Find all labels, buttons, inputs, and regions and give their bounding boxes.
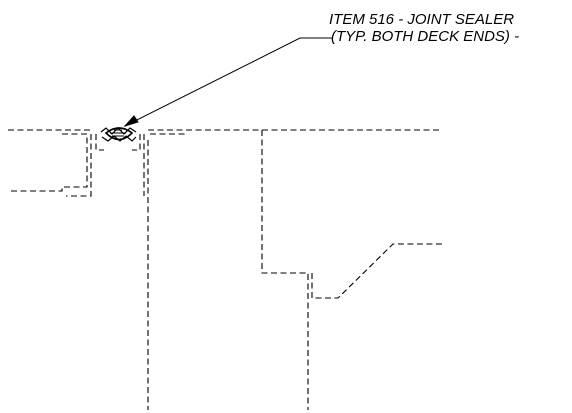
callout-line-note: (TYP. BOTH DECK ENDS) -	[331, 28, 520, 45]
pier-cap	[311, 243, 444, 299]
joint-sealer	[100, 127, 137, 142]
pier-step	[261, 130, 309, 410]
callout-line-item-label: ITEM 516 - JOINT SEALER	[329, 11, 515, 28]
left-slab-outline	[8, 133, 88, 192]
right-joint-face	[132, 134, 141, 151]
left-joint-face	[95, 134, 104, 151]
callout-leader	[123, 37, 333, 128]
left-slab-inner	[66, 134, 92, 197]
